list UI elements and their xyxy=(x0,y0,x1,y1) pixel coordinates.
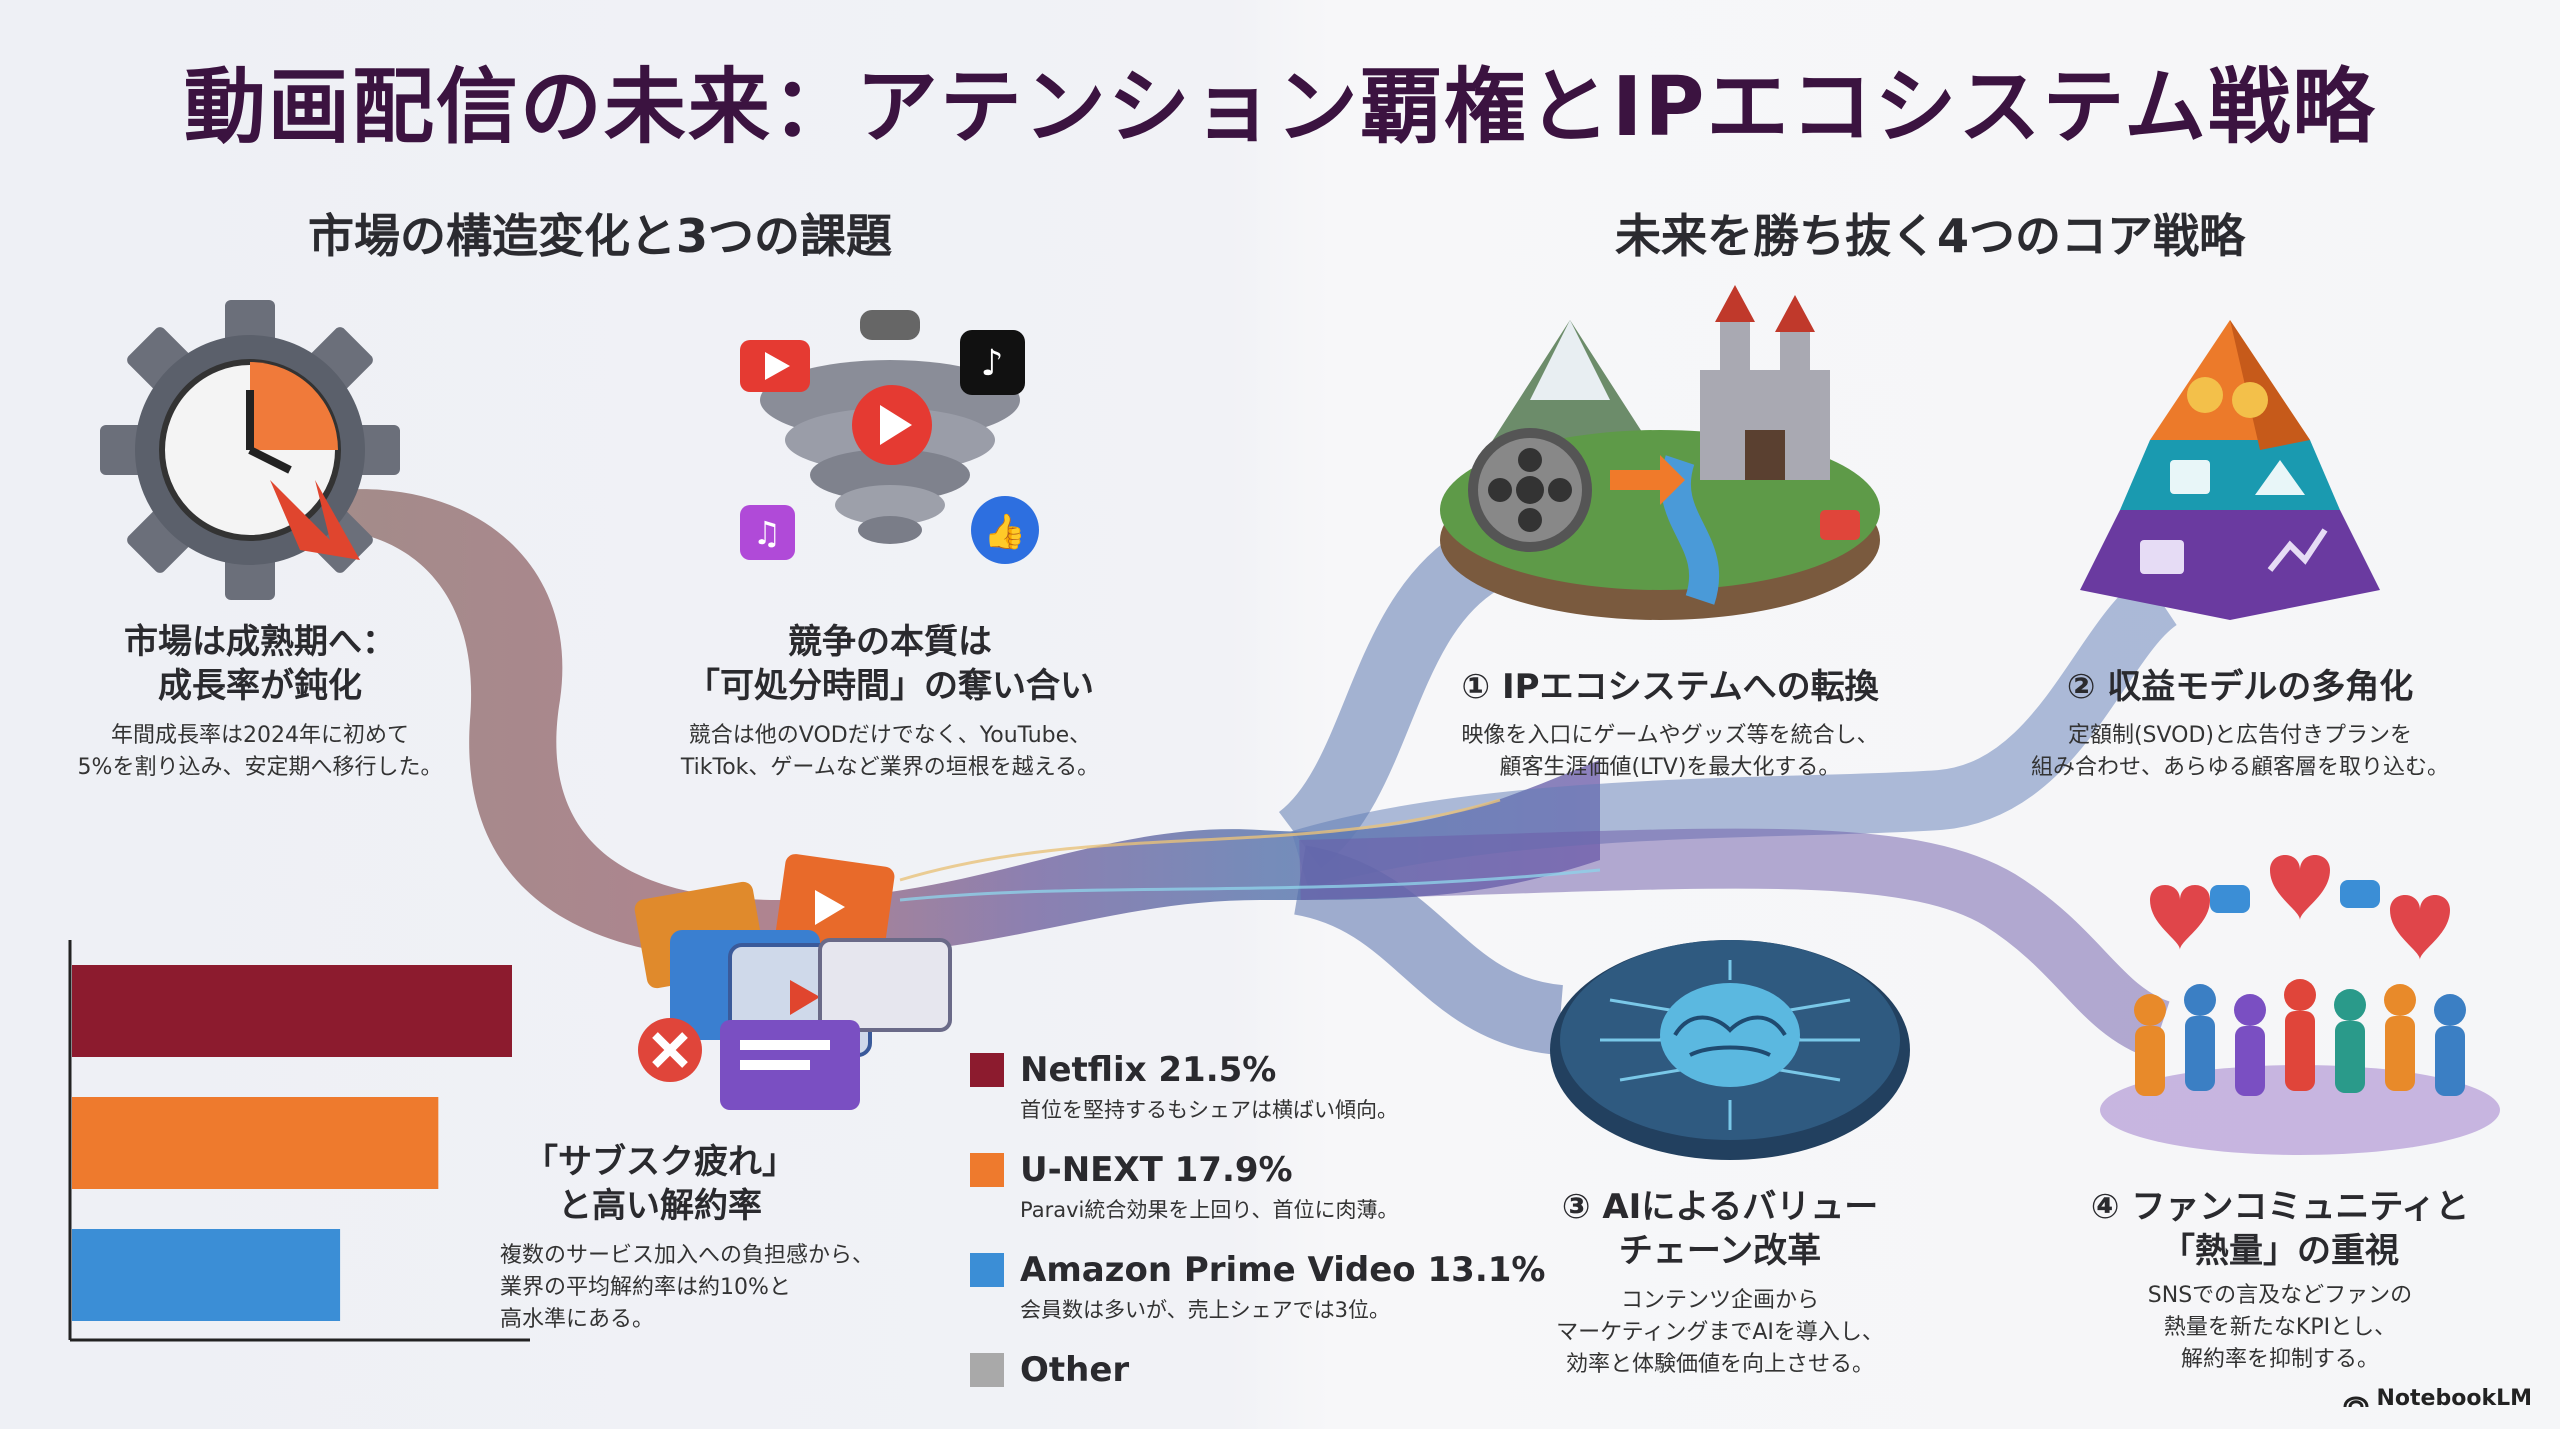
strategy3-desc-line2: マーケティングまでAIを導入し、 xyxy=(1556,1319,1884,1345)
strategy3-desc-line1: コンテンツ企画から xyxy=(1620,1288,1819,1313)
strategy4-desc-line1: SNSでの言及などファンの xyxy=(2147,1283,2413,1308)
block2-desc-line1: 競合は他のVODだけでなく、YouTube、 xyxy=(688,723,1092,748)
page-title: 動画配信の未来：アテンション覇権とIPエコシステム戦略 xyxy=(183,60,2377,155)
strategy3-desc: コンテンツ企画から マーケティングまでAIを導入し、 効率と体験価値を向上させる… xyxy=(1480,1285,1960,1381)
strategy2-desc: 定額制(SVOD)と広告付きプランを 組み合わせ、あらゆる顧客層を取り込む。 xyxy=(1980,720,2500,784)
notebooklm-brand: NotebookLM xyxy=(2343,1386,2532,1411)
block3-desc-line3: 高水準にある。 xyxy=(500,1306,655,1332)
block2-desc-line2: TikTok、ゲームなど業界の垣根を越える。 xyxy=(680,754,1100,780)
strategy4-desc: SNSでの言及などファンの 熱量を新たなKPIとし、 解約率を抑制する。 xyxy=(2060,1280,2500,1376)
media-tornado-icon: ♪ ♫ 👍 xyxy=(740,310,1039,564)
block2-title-line1: 競争の本質は xyxy=(788,622,992,662)
block1-desc: 年間成長率は2024年に初めて 5%を割り込み、安定期へ移行した。 xyxy=(40,720,480,784)
bar-amazon-prime-video xyxy=(72,1229,341,1321)
legend-desc-netflix: 首位を堅持するもシェアは横ばい傾向。 xyxy=(1020,1098,1398,1122)
strategy3-title-line1: ③ AIによるバリュー xyxy=(1561,1187,1879,1227)
strategy1-title: ① IPエコシステムへの転換 xyxy=(1461,667,1879,707)
market-share-bar-chart xyxy=(68,940,530,1342)
strategy1-desc: 映像を入口にゲームやグッズ等を統合し、 顧客生涯価値(LTV)を最大化する。 xyxy=(1400,720,1940,784)
strategy2-desc-line2: 組み合わせ、あらゆる顧客層を取り込む。 xyxy=(2030,754,2449,780)
block3-title-line1: 「サブスク疲れ」 xyxy=(524,1142,796,1182)
strategy3-title-line2: チェーン改革 xyxy=(1618,1231,1822,1272)
block3-desc-line2: 業界の平均解約率は約10%と xyxy=(500,1274,791,1300)
block2-title-line2: 「可処分時間」の奪い合い xyxy=(686,666,1094,707)
strategy4-title-line1: ④ ファンコミュニティと xyxy=(2090,1187,2470,1227)
block3-title: 「サブスク疲れ」 と高い解約率 xyxy=(460,1140,860,1228)
strategy3-title: ③ AIによるバリュー チェーン改革 xyxy=(1480,1185,1960,1273)
fan-community-icon xyxy=(2100,855,2500,1155)
legend-desc-unext: Paravi統合効果を上回り、首位に肉薄。 xyxy=(1020,1198,1399,1222)
bar-netflix xyxy=(72,965,512,1057)
svg-text:👍: 👍 xyxy=(984,512,1026,552)
strategy4-desc-line2: 熱量を新たなKPIとし、 xyxy=(2163,1314,2397,1340)
legend-item-amazon: Amazon Prime Video 13.1% 会員数は多いが、売上シェアでは… xyxy=(970,1250,1570,1324)
block3-desc-line1: 複数のサービス加入への負担感から、 xyxy=(500,1243,875,1268)
legend-swatch-amazon xyxy=(970,1253,1004,1287)
svg-text:♫: ♫ xyxy=(753,514,782,552)
legend-label-amazon: Amazon Prime Video 13.1% xyxy=(1020,1250,1546,1290)
strategy2-title: ② 収益モデルの多角化 xyxy=(2066,667,2414,707)
legend-swatch-other xyxy=(970,1353,1004,1387)
ai-brain-chip-icon xyxy=(1550,940,1910,1160)
block3-desc: 複数のサービス加入への負担感から、 業界の平均解約率は約10%と 高水準にある。 xyxy=(500,1240,920,1336)
chart-legend: Netflix 21.5% 首位を堅持するもシェアは横ばい傾向。 U-NEXT … xyxy=(970,1050,1570,1390)
brand-name: NotebookLM xyxy=(2376,1386,2532,1411)
strategy4-title: ④ ファンコミュニティと 「熱量」の重視 xyxy=(2040,1185,2520,1273)
block1-desc-line2: 5%を割り込み、安定期へ移行した。 xyxy=(77,754,443,780)
block1-title-line1: 市場は成熟期へ： xyxy=(124,622,396,662)
legend-swatch-netflix xyxy=(970,1053,1004,1087)
left-section-heading: 市場の構造変化と3つの課題 xyxy=(307,209,892,263)
strategy1-desc-line2: 顧客生涯価値(LTV)を最大化する。 xyxy=(1499,754,1841,780)
right-section-heading: 未来を勝ち抜く4つのコア戦略 xyxy=(1614,209,2245,263)
block1-desc-line1: 年間成長率は2024年に初めて xyxy=(111,723,409,748)
legend-label-netflix: Netflix 21.5% xyxy=(1020,1050,1277,1090)
ip-island-icon xyxy=(1440,285,1880,620)
block1-title: 市場は成熟期へ： 成長率が鈍化 xyxy=(60,620,460,708)
clock-gear-icon xyxy=(100,300,400,600)
block1-title-line2: 成長率が鈍化 xyxy=(158,666,362,707)
strategy4-desc-line3: 解約率を抑制する。 xyxy=(2180,1346,2379,1372)
subscription-pile-icon xyxy=(634,854,952,1110)
legend-label-other: Other xyxy=(1020,1350,1130,1390)
strategy4-title-line2: 「熱量」の重視 xyxy=(2161,1231,2399,1272)
legend-item-other: Other xyxy=(970,1350,1570,1390)
legend-item-unext: U-NEXT 17.9% Paravi統合効果を上回り、首位に肉薄。 xyxy=(970,1150,1570,1224)
legend-label-unext: U-NEXT 17.9% xyxy=(1020,1150,1293,1190)
revenue-pyramid-icon xyxy=(2080,320,2380,620)
strategy2-desc-line1: 定額制(SVOD)と広告付きプランを xyxy=(2067,723,2413,748)
strategy3-desc-line3: 効率と体験価値を向上させる。 xyxy=(1565,1351,1874,1377)
legend-item-netflix: Netflix 21.5% 首位を堅持するもシェアは横ばい傾向。 xyxy=(970,1050,1570,1124)
bar-u-next xyxy=(72,1097,439,1189)
block2-desc: 競合は他のVODだけでなく、YouTube、 TikTok、ゲームなど業界の垣根… xyxy=(620,720,1160,784)
legend-swatch-unext xyxy=(970,1153,1004,1187)
block3-title-line2: と高い解約率 xyxy=(558,1186,762,1227)
svg-text:♪: ♪ xyxy=(981,343,1004,384)
notebooklm-logo-icon xyxy=(2343,1396,2369,1407)
legend-desc-amazon: 会員数は多いが、売上シェアでは3位。 xyxy=(1020,1298,1390,1322)
strategy1-desc-line1: 映像を入口にゲームやグッズ等を統合し、 xyxy=(1461,723,1879,748)
block2-title: 競争の本質は 「可処分時間」の奪い合い xyxy=(640,620,1140,708)
